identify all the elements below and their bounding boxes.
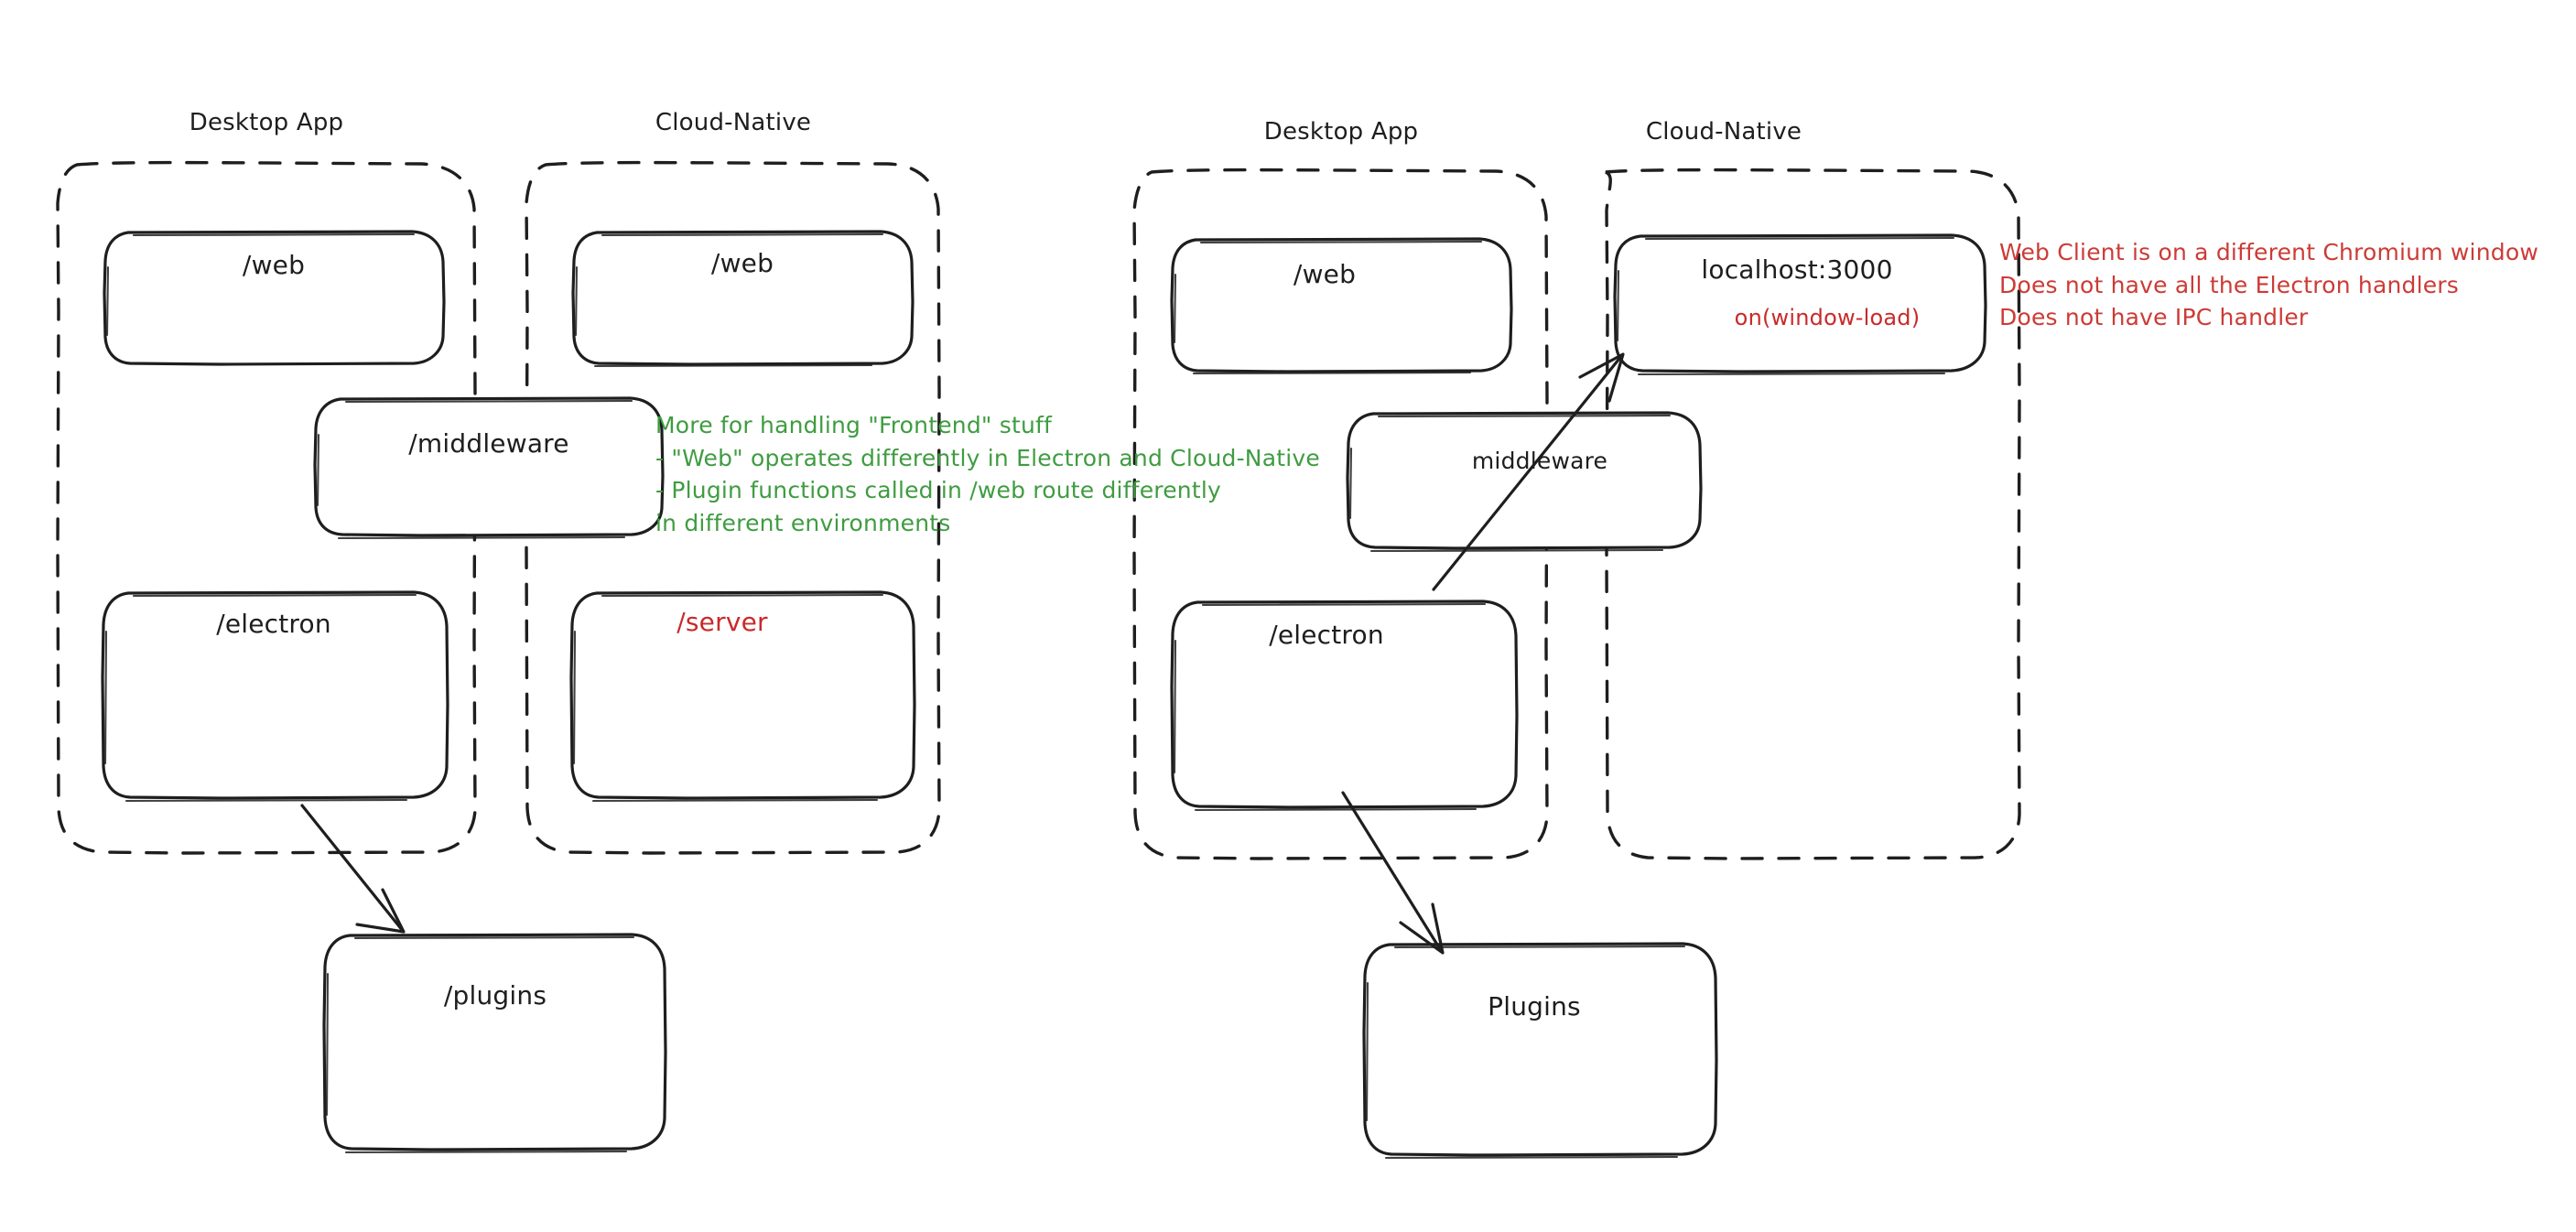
- annotation-red-web-client-note: Web Client is on a different Chromium wi…: [1999, 239, 2538, 330]
- node-label-left-server: /server: [676, 607, 768, 637]
- node-label-right-plugins: Plugins: [1488, 991, 1581, 1021]
- node-sublabel-right-localhost-onwindowload: on(window-load): [1734, 305, 1921, 330]
- node-label-right-desktop-web: /web: [1293, 259, 1357, 289]
- group-title-left-desktop-app: Desktop App: [189, 109, 344, 136]
- arrow-left-electron-to-plugins: [300, 804, 406, 934]
- node-box-right-localhost: [1613, 233, 1987, 376]
- node-label-right-electron: /electron: [1269, 620, 1384, 650]
- group-title-right-cloud-native: Cloud-Native: [1645, 118, 1802, 146]
- node-label-right-middleware: middleware: [1471, 448, 1608, 474]
- node-box-left-server: [569, 590, 916, 803]
- node-box-left-electron: [101, 590, 449, 803]
- group-title-right-desktop-app: Desktop App: [1263, 118, 1419, 146]
- arrow-right-electron-to-localhost: [1432, 352, 1625, 591]
- node-box-left-plugins: [322, 933, 667, 1154]
- node-label-right-localhost: localhost:3000: [1701, 254, 1893, 285]
- group-outline-right-desktop-app: [1132, 168, 1549, 860]
- node-box-right-electron: [1170, 600, 1519, 812]
- annotation-green-frontend-note: More for handling "Frontend" stuff - "We…: [655, 412, 1320, 536]
- node-box-left-desktop-web: [103, 230, 446, 366]
- node-label-left-electron: /electron: [216, 609, 331, 639]
- node-box-right-middleware: [1346, 411, 1703, 553]
- arrow-right-electron-to-plugins: [1341, 791, 1445, 955]
- group-title-left-cloud-native: Cloud-Native: [655, 109, 812, 136]
- node-label-left-plugins: /plugins: [443, 980, 547, 1010]
- node-box-left-cloud-web: [571, 230, 915, 368]
- group-outline-left-cloud-native: [525, 160, 941, 855]
- node-box-left-middleware: [313, 396, 665, 540]
- node-label-left-desktop-web: /web: [242, 250, 306, 280]
- node-box-right-desktop-web: [1170, 237, 1513, 375]
- node-label-left-middleware: /middleware: [408, 428, 569, 459]
- node-box-right-plugins: [1362, 942, 1718, 1160]
- group-outline-right-cloud-native: [1605, 168, 2021, 860]
- node-label-left-cloud-web: /web: [710, 248, 774, 278]
- group-outline-left-desktop-app: [56, 160, 477, 855]
